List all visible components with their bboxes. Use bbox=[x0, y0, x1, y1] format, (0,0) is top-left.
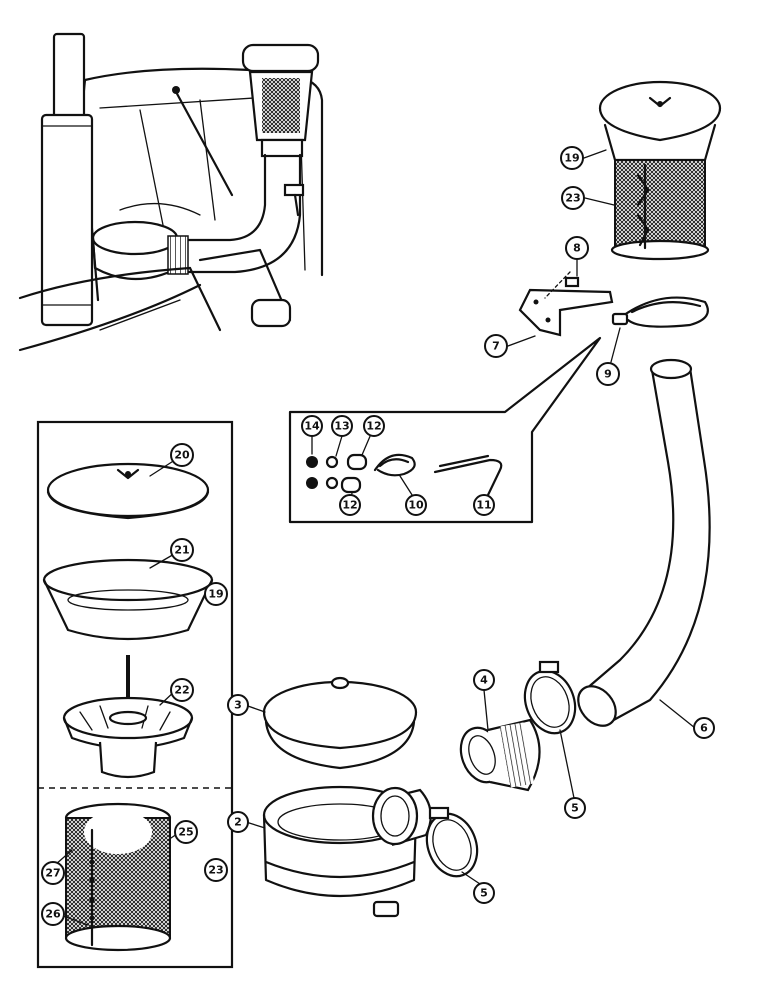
callout-label: 12 bbox=[366, 420, 381, 433]
callout-12-b: 12 bbox=[339, 494, 361, 516]
callout-label: 12 bbox=[342, 499, 357, 512]
air-cleaner-cover bbox=[262, 676, 418, 770]
callout-label: 25 bbox=[178, 826, 193, 839]
callout-label: 20 bbox=[174, 449, 190, 462]
callout-23-side: 23 bbox=[204, 858, 228, 882]
callout-10: 10 bbox=[405, 494, 427, 516]
hose-clamp-upper bbox=[523, 660, 577, 735]
pre-cleaner-assembly bbox=[598, 80, 722, 261]
callout-21: 21 bbox=[170, 538, 194, 562]
callout-20: 20 bbox=[170, 443, 194, 467]
air-cleaner-body bbox=[262, 785, 432, 918]
callout-label: 8 bbox=[573, 242, 581, 255]
callout-label: 21 bbox=[174, 544, 189, 557]
callout-label: 23 bbox=[565, 192, 580, 205]
callout-4: 4 bbox=[473, 669, 495, 691]
callout-label: 23 bbox=[208, 864, 223, 877]
intake-pipe bbox=[577, 358, 711, 727]
callout-12-a: 12 bbox=[363, 415, 385, 437]
callout-9: 9 bbox=[596, 362, 620, 386]
callout-label: 10 bbox=[408, 499, 424, 512]
callout-5-b: 5 bbox=[564, 797, 586, 819]
callout-label: 26 bbox=[45, 908, 61, 921]
callout-19-top: 19 bbox=[560, 146, 584, 170]
callout-label: 6 bbox=[700, 722, 708, 735]
rubber-connector bbox=[459, 718, 541, 792]
callout-label: 2 bbox=[234, 816, 242, 829]
callout-label: 5 bbox=[480, 887, 488, 900]
callout-label: 19 bbox=[208, 588, 223, 601]
clamp-assembly bbox=[611, 296, 709, 328]
callout-label: 19 bbox=[564, 152, 579, 165]
callout-3: 3 bbox=[227, 694, 249, 716]
callout-label: 4 bbox=[480, 674, 488, 687]
callout-label: 7 bbox=[492, 340, 500, 353]
hose-clamp-lower bbox=[425, 806, 479, 878]
callout-25: 25 bbox=[174, 820, 198, 844]
tractor-installation-view bbox=[18, 32, 324, 352]
callout-label: 11 bbox=[476, 499, 491, 512]
callout-27: 27 bbox=[41, 861, 65, 885]
callout-label: 22 bbox=[174, 684, 189, 697]
callout-label: 27 bbox=[45, 867, 60, 880]
callout-11: 11 bbox=[473, 494, 495, 516]
callout-14: 14 bbox=[301, 415, 323, 437]
mounting-bracket bbox=[518, 271, 614, 337]
callout-label: 3 bbox=[234, 699, 242, 712]
callout-label: 14 bbox=[304, 420, 320, 433]
callout-13: 13 bbox=[331, 415, 353, 437]
callout-26: 26 bbox=[41, 902, 65, 926]
callout-8: 8 bbox=[565, 236, 589, 260]
callout-5-a: 5 bbox=[473, 882, 495, 904]
clamp-detail-box bbox=[288, 336, 602, 524]
callout-label: 9 bbox=[604, 368, 612, 381]
callout-22: 22 bbox=[170, 678, 194, 702]
callout-2: 2 bbox=[227, 811, 249, 833]
callout-label: 5 bbox=[571, 802, 579, 815]
callout-label: 13 bbox=[334, 420, 349, 433]
leader-lines bbox=[54, 149, 696, 926]
callout-6: 6 bbox=[693, 717, 715, 739]
callout-7: 7 bbox=[484, 334, 508, 358]
callout-23-top: 23 bbox=[561, 186, 585, 210]
callout-19-side: 19 bbox=[204, 582, 228, 606]
precleaner-components-box bbox=[36, 420, 234, 969]
